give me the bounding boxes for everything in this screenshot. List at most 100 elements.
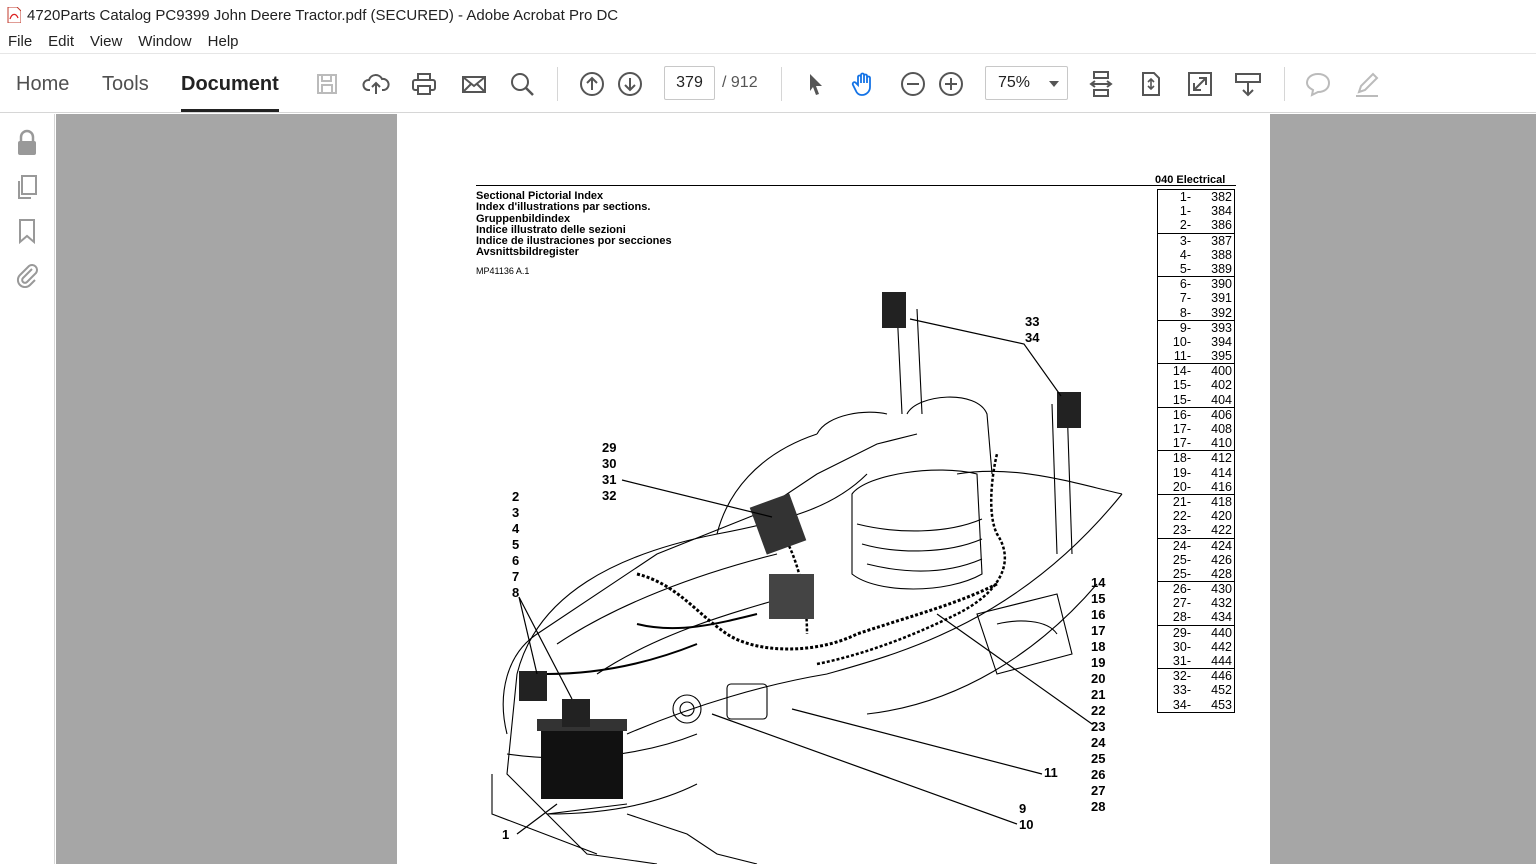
menu-file[interactable]: File [8,33,33,50]
ref-item-number: 25- [1172,566,1191,581]
ref-page-number: 393 [1211,320,1232,335]
ref-page-number: 434 [1211,610,1232,625]
print-icon[interactable] [407,67,441,101]
ref-row: 30-442 [1158,640,1234,654]
save-icon[interactable] [310,67,344,101]
ref-row: 24-424 [1158,539,1234,553]
ref-row: 29-440 [1158,626,1234,640]
header-rule [476,185,1236,186]
page-number-input[interactable]: 379 [664,66,715,100]
ref-row: 22-420 [1158,509,1234,523]
toolbar-separator [557,67,558,101]
bookmark-icon[interactable] [12,216,42,246]
zoom-out-icon[interactable] [896,67,930,101]
ref-item-number: 27- [1172,596,1191,611]
ref-page-number: 424 [1211,538,1232,553]
ref-item-number: 3- [1179,233,1191,248]
tab-document[interactable]: Document [181,55,279,112]
pages-icon[interactable] [12,172,42,202]
ref-item-number: 32- [1172,669,1191,684]
ref-page-number: 453 [1211,697,1232,712]
mail-icon[interactable] [457,67,491,101]
ref-row: 1-384 [1158,204,1234,218]
read-mode-icon[interactable] [1231,67,1265,101]
ref-item-number: 31- [1172,654,1191,668]
ref-row: 16-406 [1158,408,1234,422]
ref-item-number: 30- [1172,639,1191,654]
menu-edit[interactable]: Edit [48,33,75,50]
sign-icon[interactable] [1350,67,1384,101]
ref-row: 8-392 [1158,306,1234,320]
zoom-in-icon[interactable] [934,67,968,101]
ref-item-number: 26- [1172,582,1191,597]
ref-row: 19-414 [1158,466,1234,480]
tab-tools[interactable]: Tools [102,73,149,95]
ref-page-number: 400 [1211,364,1232,379]
ref-row: 3- 387 [1158,234,1234,248]
ref-row: 5-389 [1158,262,1234,276]
ref-row: 11-395 [1158,349,1234,363]
menu-window[interactable]: Window [138,33,192,50]
ref-row: 26-430 [1158,582,1234,596]
ref-page-number: 387 [1211,233,1232,248]
zoom-select[interactable]: 75% [985,66,1068,100]
ref-item-number: 10- [1172,334,1191,349]
ref-page-number: 444 [1211,654,1232,668]
callout-9-10: 9 10 [1019,801,1034,832]
ref-item-number: 20- [1172,479,1191,494]
menu-help[interactable]: Help [207,33,239,50]
ref-item-number: 17- [1172,422,1191,436]
ref-row: 15-404 [1158,393,1234,407]
ref-item-number: 15- [1172,378,1191,393]
ref-row: 7-391 [1158,291,1234,305]
ref-row: 25-428 [1158,567,1234,581]
ref-item-number: 2- [1179,218,1191,233]
attachment-icon[interactable] [12,259,42,289]
ref-page-number: 418 [1211,494,1232,509]
select-cursor-icon[interactable] [798,67,832,101]
menu-view[interactable]: View [90,33,123,50]
menu-bar: File Edit View Window Help [0,30,1536,54]
ref-page-number: 384 [1211,204,1232,219]
index-title-line: Sectional Pictorial Index [476,190,604,202]
ref-row: 31- 444 [1158,654,1234,668]
ref-row: 23-422 [1158,523,1234,537]
cloud-upload-icon[interactable] [359,67,393,101]
ref-item-number: 6- [1179,277,1191,292]
ref-item-number: 15- [1172,392,1191,407]
hand-tool-icon[interactable] [847,67,881,101]
page-down-icon[interactable] [613,67,647,101]
document-viewport[interactable]: 040 Electrical Sectional Pictorial Index… [56,114,1536,864]
fit-page-icon[interactable] [1134,67,1168,101]
ref-row: 32-446 [1158,669,1234,683]
page-total: / 912 [722,74,758,91]
ref-page-number: 391 [1211,291,1232,306]
scroll-mode-icon[interactable] [1084,67,1118,101]
lock-icon[interactable] [12,128,42,158]
ref-page-number: 420 [1211,509,1232,524]
page-up-icon[interactable] [575,67,609,101]
pdf-page: 040 Electrical Sectional Pictorial Index… [397,114,1270,864]
ref-item-number: 9- [1179,320,1191,335]
fullscreen-icon[interactable] [1183,67,1217,101]
search-icon[interactable] [505,67,539,101]
ref-item-number: 34- [1172,697,1191,712]
ref-item-number: 18- [1172,451,1191,466]
tab-home[interactable]: Home [16,73,70,95]
callout-2-8: 2 3 4 5 6 7 8 [512,489,520,600]
ref-page-number: 382 [1211,190,1232,204]
toolbar-separator [781,67,782,101]
ref-page-number: 388 [1211,247,1232,262]
index-title-line: Avsnittsbildregister [476,246,579,259]
ref-row: 15-402 [1158,378,1234,392]
ref-page-number: 412 [1211,451,1232,466]
ref-row: 9- 393 [1158,321,1234,335]
ref-row: 6-390 [1158,277,1234,291]
comment-icon[interactable] [1301,67,1335,101]
callout-33-34: 33 34 [1025,314,1040,345]
ref-page-number: 389 [1211,261,1232,276]
ref-row: 25-426 [1158,553,1234,567]
